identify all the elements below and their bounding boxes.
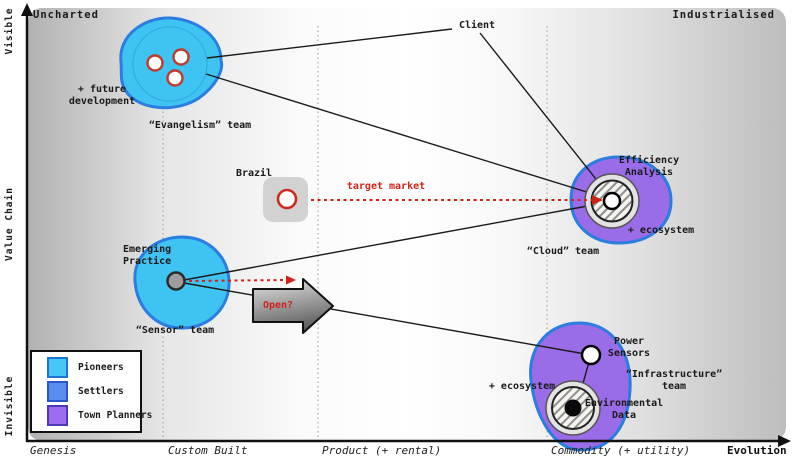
x-stage-product: Product (+ rental)	[322, 444, 442, 457]
label-power-sensors: Power Sensors	[607, 336, 651, 359]
line-sensor-infrastructure	[183, 282, 592, 356]
pioneers-swatch	[47, 357, 68, 379]
label-infrastructure-team: “Infrastructure” team	[625, 369, 723, 392]
target-market-arrow	[298, 195, 603, 205]
label-client: Client	[458, 20, 496, 31]
legend-item-pioneers: Pioneers	[47, 357, 140, 379]
power-sensors-node	[580, 344, 602, 366]
town-planners-label: Town Planners	[78, 409, 153, 421]
line-client-cloud	[479, 32, 612, 199]
settlers-swatch	[47, 380, 68, 402]
line-evangelism-client	[206, 28, 453, 59]
axes	[21, 3, 791, 447]
x-stage-commodity: Commodity (+ utility)	[551, 444, 691, 457]
evangelism-team-blob	[119, 16, 224, 110]
label-cloud-ecosystem: + ecosystem	[627, 225, 695, 236]
label-target-market: target market	[346, 181, 426, 192]
stage-divider-lines	[162, 26, 548, 440]
label-emerging-practice: Emerging Practice	[123, 244, 172, 267]
legend-item-settlers: Settlers	[47, 380, 140, 402]
x-stage-custom-built: Custom Built	[168, 444, 248, 457]
label-environmental-data: Environmental Data	[584, 398, 664, 421]
line-sensor-cloud	[183, 202, 605, 281]
label-evangelism-team: “Evangelism” team	[148, 120, 252, 131]
sensor-dotted-arrow	[188, 275, 296, 285]
line-evangelism-cloud	[205, 73, 607, 199]
y-axis-visible-label: Visible	[4, 7, 15, 55]
label-future-development: + future development	[68, 84, 136, 107]
open-question-arrow	[252, 278, 334, 334]
x-axis-title: Evolution	[727, 444, 787, 457]
town-planners-swatch	[47, 404, 68, 426]
pioneers-label: Pioneers	[78, 362, 124, 374]
label-sensor-team: “Sensor” team	[135, 325, 215, 336]
label-cloud-team: “Cloud” team	[526, 246, 600, 257]
x-stage-genesis: Genesis	[30, 444, 77, 457]
label-brazil: Brazil	[235, 168, 273, 179]
brazil-box	[263, 177, 308, 222]
label-infrastructure-ecosystem: + ecosystem	[488, 381, 556, 392]
settlers-label: Settlers	[78, 385, 124, 397]
label-open-question: Open?	[262, 300, 294, 311]
label-efficiency-analysis: Efficiency Analysis	[618, 155, 680, 178]
legend-item-town-planners: Town Planners	[47, 404, 152, 426]
y-axis-title: Value Chain	[4, 187, 15, 261]
legend: Pioneers Settlers Town Planners	[30, 350, 152, 433]
sensor-node	[166, 271, 186, 291]
label-industrialised: Industrialised	[672, 9, 775, 21]
label-uncharted: Uncharted	[33, 9, 99, 21]
environmental-data-node	[545, 380, 601, 436]
evangelism-dots	[146, 48, 190, 87]
cloud-center-node	[602, 191, 622, 211]
y-axis-invisible-label: Invisible	[4, 375, 15, 437]
evangelism-inner-ring	[132, 26, 208, 102]
